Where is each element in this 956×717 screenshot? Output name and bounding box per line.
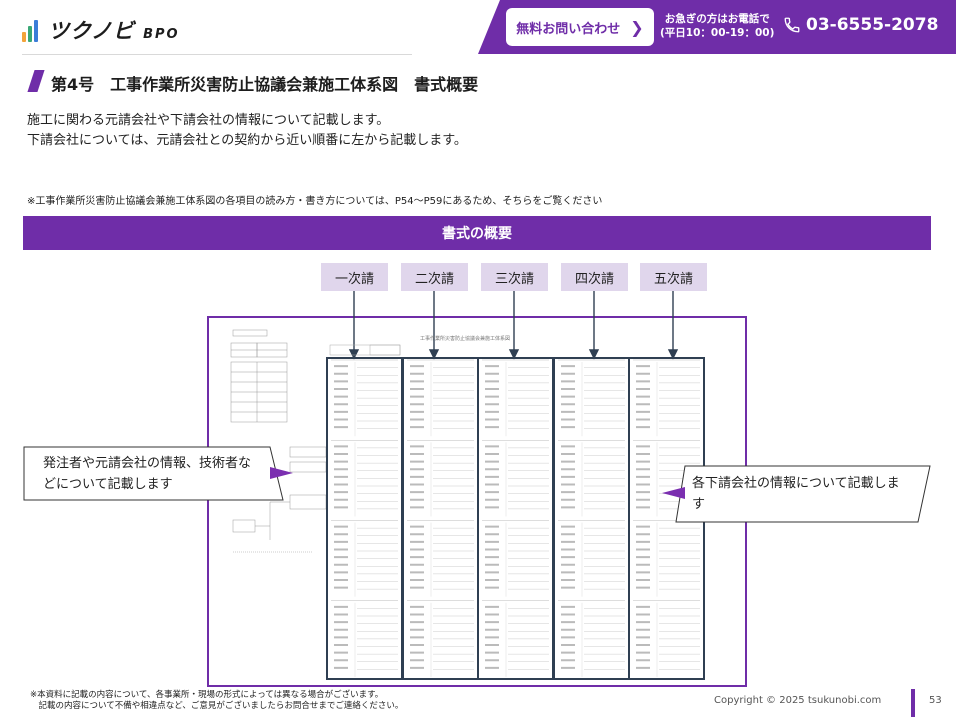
form-header-rows [329, 344, 401, 356]
contact-button-label: 無料お問い合わせ [516, 21, 621, 37]
right-callout-line2: す [692, 497, 706, 512]
section-title: 書式の概要 [442, 226, 512, 242]
header-divider [22, 54, 412, 55]
page-title: 第4号 工事作業所災害防止協議会兼施工体系図 書式概要 [51, 75, 479, 94]
tier-label-1: 一次請 [321, 263, 388, 291]
arrow-down-icon [348, 349, 360, 360]
left-callout-line2: どについて記載します [43, 477, 173, 492]
phone-note-line2: (平日10：00-19：00) [660, 27, 775, 39]
subcontractor-column-3 [477, 357, 554, 680]
phone-number: 03-6555-2078 [806, 15, 939, 35]
right-callout [662, 465, 931, 523]
intro-text: 施工に関わる元請会社や下請会社の情報について記載します。 下請会社については、元… [27, 111, 467, 151]
phone-icon [784, 17, 800, 33]
right-callout-line1: 各下請会社の情報について記載しま [692, 476, 900, 491]
subcontractor-column-1 [326, 357, 403, 680]
intro-line1: 施工に関わる元請会社や下請会社の情報について記載します。 [27, 113, 390, 128]
left-callout [23, 446, 293, 501]
footer-disclaimer: ※本資料に記載の内容について、各事業所・現場の形式によっては異なる場合がございま… [30, 690, 403, 712]
form-image-title: 工事作業所災害防止協議会兼施工体系図 [420, 335, 510, 342]
right-callout-text: 各下請会社の情報について記載しま す [692, 473, 900, 515]
section-header: 書式の概要 [23, 216, 931, 250]
left-callout-text: 発注者や元請会社の情報、技術者な どについて記載します [43, 453, 251, 495]
left-callout-line1: 発注者や元請会社の情報、技術者な [43, 456, 252, 471]
arrow-down-icon [428, 349, 440, 360]
contact-button[interactable]: 無料お問い合わせ ❯ [506, 8, 654, 46]
callout-pointer-icon [270, 467, 293, 479]
logo-suffix: BPO [143, 27, 180, 42]
phone-hours-note: お急ぎの方はお電話で (平日10：00-19：00) [660, 12, 774, 40]
logo-bars-icon [22, 18, 42, 42]
tier-label-4: 四次請 [561, 263, 628, 291]
tier-label-5: 五次請 [640, 263, 707, 291]
logo-text: ツクノビ BPO [48, 15, 180, 45]
arrow-down-icon [588, 349, 600, 360]
brand-logo[interactable]: ツクノビ BPO [22, 15, 180, 45]
logo-name: ツクノビ [48, 19, 135, 43]
subcontractor-columns [326, 357, 705, 680]
subcontractor-column-2 [402, 357, 479, 680]
footer-note-line2: 記載の内容について不備や相違点など、ご意見がございましたらお問合せまでご連絡くだ… [30, 701, 404, 711]
tier-label-2: 二次請 [401, 263, 468, 291]
phone-link[interactable]: 03-6555-2078 [783, 15, 938, 35]
reference-note: ※工事作業所災害防止協議会兼施工体系図の各項目の読み方・書き方については、P54… [27, 196, 603, 207]
form-left-section [230, 329, 327, 553]
copyright: Copyright © 2025 tsukunobi.com [714, 695, 882, 706]
callout-pointer-icon [662, 487, 685, 499]
phone-note-line1: お急ぎの方はお電話で [664, 13, 770, 25]
page-number: 53 [929, 695, 942, 706]
page-number-bar [911, 689, 915, 717]
subcontractor-column-4 [553, 357, 630, 680]
tier-label-3: 三次請 [481, 263, 548, 291]
footer-note-line1: ※本資料に記載の内容について、各事業所・現場の形式によっては異なる場合がございま… [30, 690, 384, 700]
intro-line2: 下請会社については、元請会社との契約から近い順番に左から記載します。 [27, 133, 467, 148]
arrow-down-icon [667, 349, 679, 360]
chevron-right-icon: ❯ [630, 17, 644, 37]
arrow-down-icon [508, 349, 520, 360]
